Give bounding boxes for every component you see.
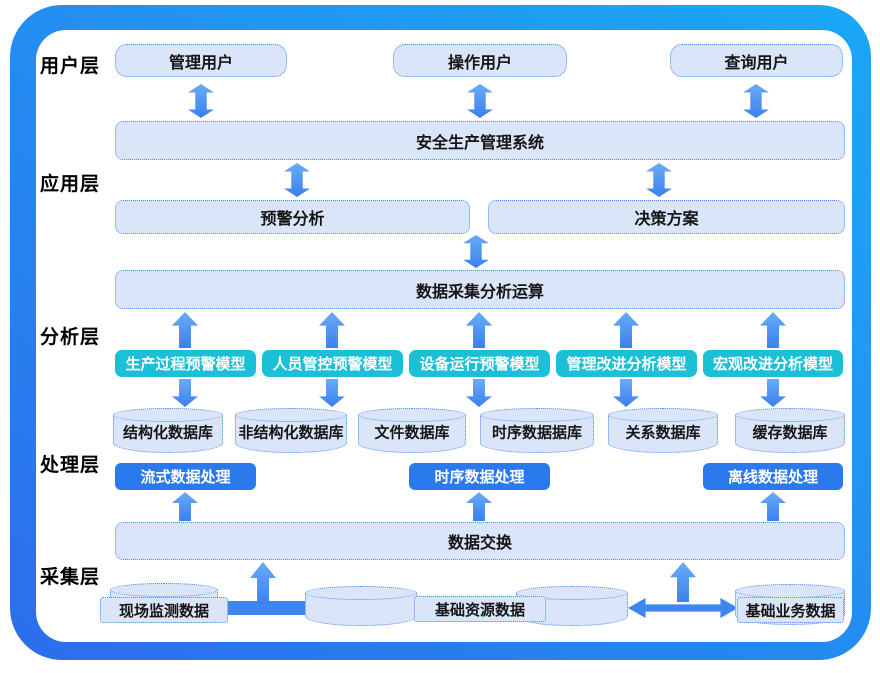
node-data-exchange: 数据交换: [115, 522, 845, 560]
source-base-business: 基础业务数据: [737, 597, 844, 623]
cylinder-resource-left: [305, 586, 417, 626]
node-data-compute: 数据采集分析运算: [115, 270, 845, 309]
connector-bar-left: [227, 601, 307, 615]
layer-label-user: 用户层: [40, 56, 101, 77]
db-cache: 缓存数据库: [735, 408, 845, 453]
node-manage-user: 管理用户: [115, 44, 287, 77]
db-structured: 结构化数据库: [113, 408, 223, 453]
db-file: 文件数据库: [358, 408, 466, 453]
model-equipment-warning: 设备运行预警模型: [409, 350, 550, 377]
db-structured-label: 结构化数据库: [122, 424, 213, 442]
layer-label-collect: 采集层: [40, 567, 101, 588]
node-operate-user: 操作用户: [393, 44, 567, 77]
node-safety-system: 安全生产管理系统: [115, 121, 845, 160]
node-decision-plan: 决策方案: [488, 200, 845, 234]
proc-time: 时序数据处理: [409, 463, 550, 490]
proc-offline: 离线数据处理: [703, 463, 843, 490]
model-macro-improve: 宏观改进分析模型: [703, 350, 843, 377]
db-cache-label: 缓存数据库: [752, 424, 828, 442]
db-file-label: 文件数据库: [374, 424, 450, 442]
db-relational-label: 关系数据库: [625, 424, 701, 442]
model-mgmt-improve: 管理改进分析模型: [556, 350, 697, 377]
db-timeseries-label: 时序数据据库: [491, 424, 582, 442]
layer-label-analysis: 分析层: [40, 327, 101, 348]
model-personnel-warning: 人员管控预警模型: [262, 350, 403, 377]
model-production-warning: 生产过程预警模型: [115, 350, 256, 377]
source-site-monitor: 现场监测数据: [100, 597, 228, 623]
db-unstructured: 非结构化数据库: [235, 408, 347, 453]
layer-label-app: 应用层: [40, 174, 101, 195]
db-timeseries: 时序数据据库: [480, 408, 594, 453]
source-base-resource: 基础资源数据: [414, 596, 546, 622]
db-unstructured-label: 非结构化数据库: [238, 424, 344, 442]
node-warning-analysis: 预警分析: [115, 200, 470, 234]
proc-stream: 流式数据处理: [115, 463, 256, 490]
layer-label-process: 处理层: [40, 455, 101, 476]
db-relational: 关系数据库: [608, 408, 718, 453]
node-query-user: 查询用户: [670, 44, 843, 77]
